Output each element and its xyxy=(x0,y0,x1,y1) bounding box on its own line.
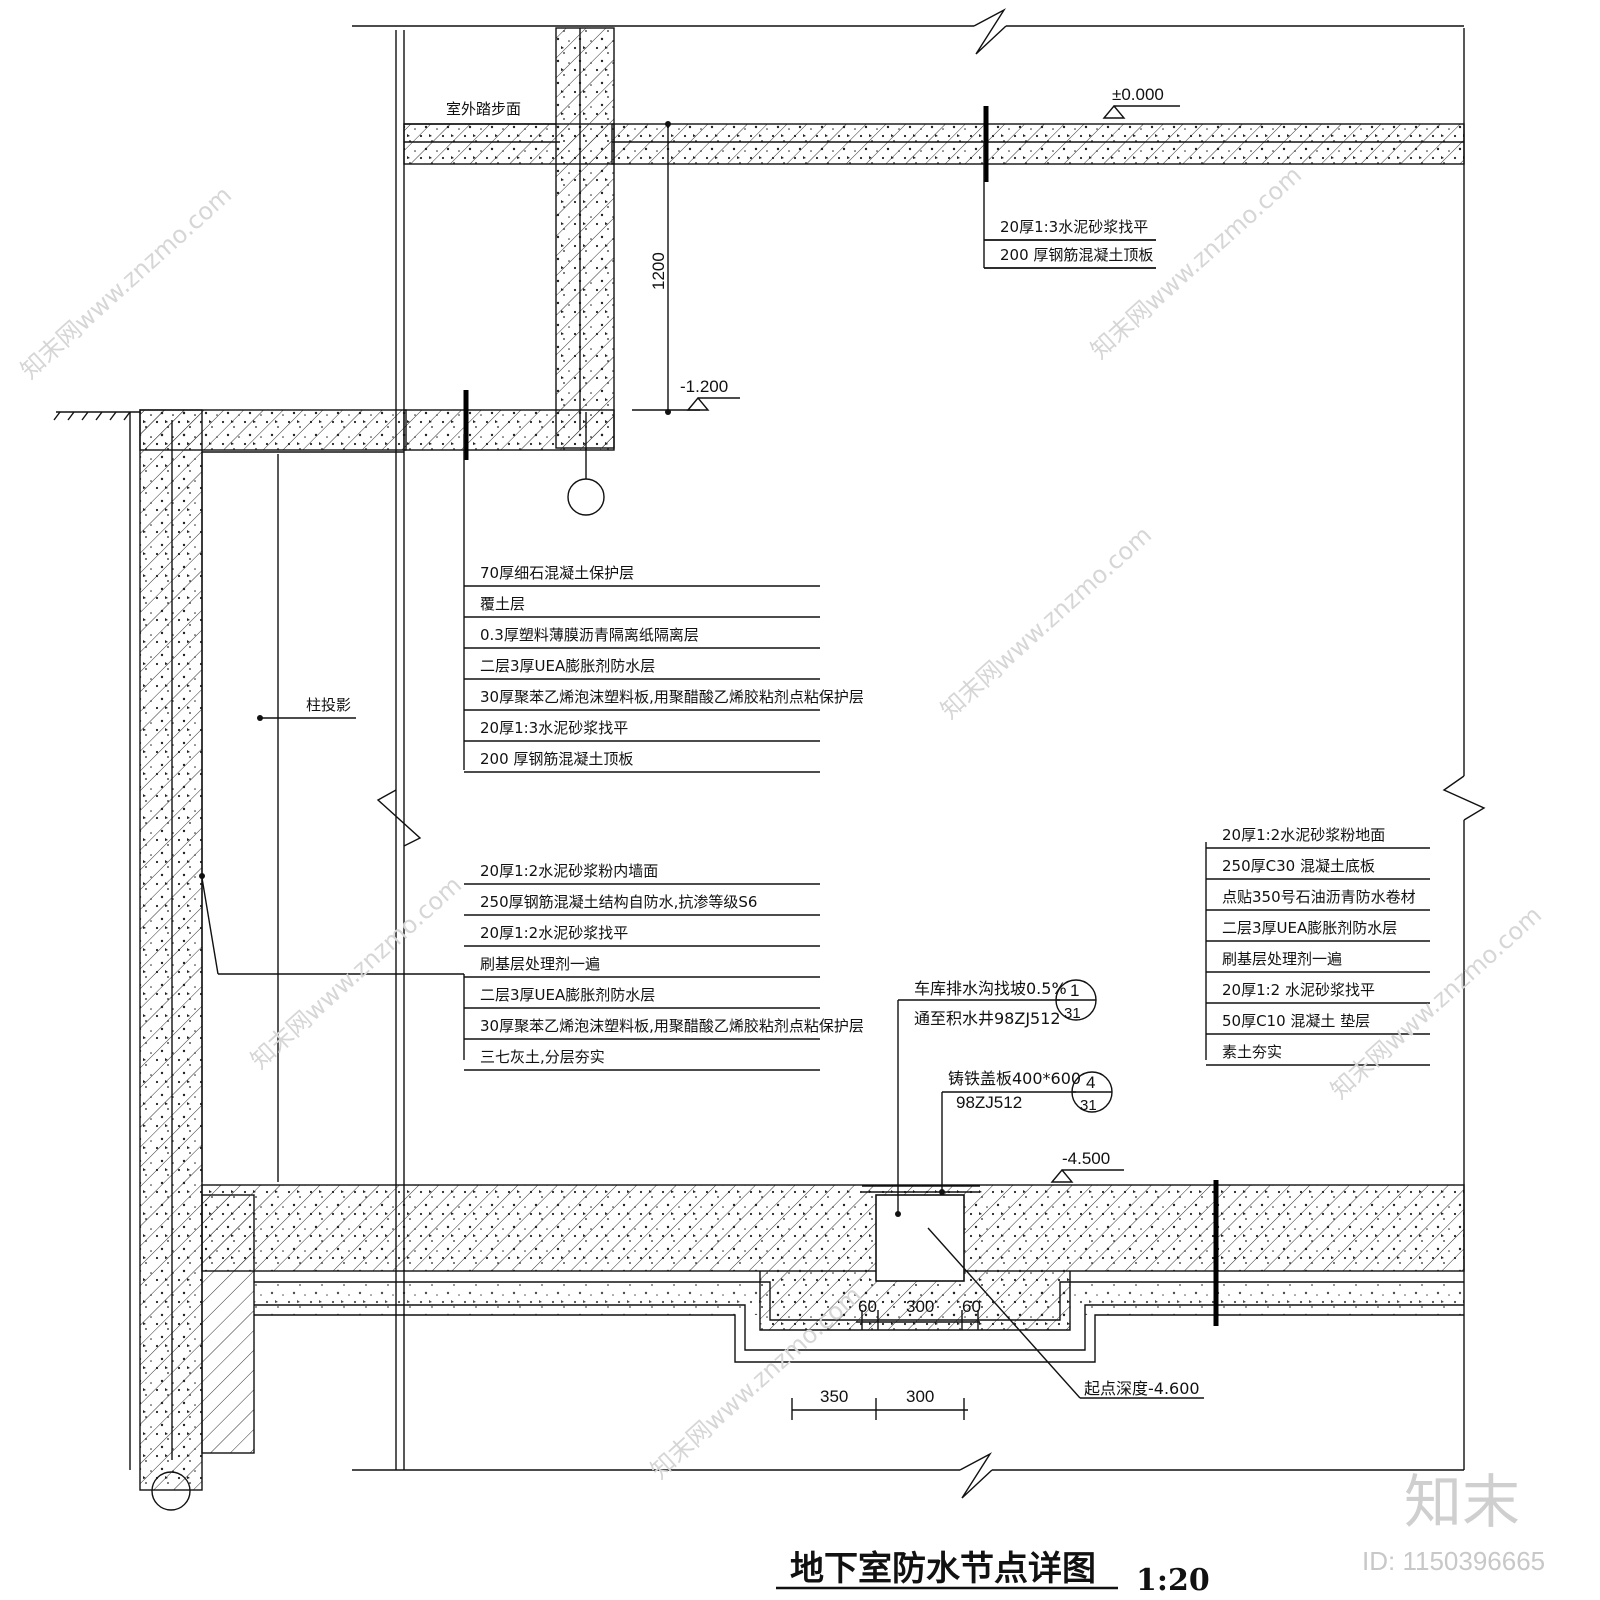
drawing-title: 地下室防水节点详图 xyxy=(790,1549,1096,1589)
floor-layers-item: 20厚1:2水泥砂浆粉地面 xyxy=(1222,826,1385,844)
ref1-sheet: 31 xyxy=(1064,1005,1081,1022)
leaders xyxy=(199,104,1207,1590)
wall-layers-item: 三七灰土,分层夯实 xyxy=(480,1048,605,1066)
ref2-num: 4 xyxy=(1086,1073,1095,1092)
wall-layers-item: 250厚钢筋混凝土结构自防水,抗渗等级S6 xyxy=(480,893,757,911)
drain-trench xyxy=(875,1194,965,1282)
roof-low-layers-item: 0.3厚塑料薄膜沥青隔离纸隔离层 xyxy=(480,626,699,644)
wall-layers-item: 30厚聚苯乙烯泡沫塑料板,用聚醋酸乙烯胶粘剂点粘保护层 xyxy=(480,1017,864,1035)
wall-layer-list: 20厚1:2水泥砂浆粉内墙面 250厚钢筋混凝土结构自防水,抗渗等级S6 20厚1:… xyxy=(464,862,864,1071)
floor-layers-item: 二层3厚UEA膨胀剂防水层 xyxy=(1222,919,1397,937)
floor-layers-item: 50厚C10 混凝土 垫层 xyxy=(1222,1012,1370,1030)
level-bottom: -4.500 xyxy=(1062,1149,1110,1168)
dim-300b: 300 xyxy=(906,1387,934,1406)
label-drain-slope: 车库排水沟找坡0.5% xyxy=(914,979,1067,998)
floor-layers-item: 点贴350号石油沥青防水卷材 xyxy=(1222,888,1416,906)
roof-low-layers-item: 70厚细石混凝土保护层 xyxy=(480,564,634,582)
floor-layers-item: 刷基层处理剂一遍 xyxy=(1222,950,1342,968)
roof-low-layers-item: 30厚聚苯乙烯泡沫塑料板,用聚醋酸乙烯胶粘剂点粘保护层 xyxy=(480,688,864,706)
roof-low-layers-item: 200 厚钢筋混凝土顶板 xyxy=(480,750,633,768)
structure xyxy=(53,8,1486,1511)
floor-layers-item: 素土夯实 xyxy=(1222,1043,1282,1061)
dim-350: 350 xyxy=(820,1387,848,1406)
watermark-site-1: 知末网www.znzmo.com xyxy=(15,181,237,385)
floor-layers-item: 250厚C30 混凝土底板 xyxy=(1222,857,1375,875)
ref1-num: 1 xyxy=(1070,981,1079,1000)
label-start-depth: 起点深度-4.600 xyxy=(1084,1379,1200,1398)
wall-layers-item: 刷基层处理剂一遍 xyxy=(480,955,600,973)
wall-layers-item: 20厚1:2水泥砂浆粉内墙面 xyxy=(480,862,658,880)
label-drain-to-well: 通至积水井98ZJ512 xyxy=(914,1009,1061,1028)
axis-bubble-1 xyxy=(567,478,605,516)
label-cover-ref: 98ZJ512 xyxy=(956,1093,1022,1112)
roof-low-layers-item: 二层3厚UEA膨胀剂防水层 xyxy=(480,657,655,675)
level-top: ±0.000 xyxy=(1112,85,1164,104)
watermark-brand: 知末 xyxy=(1404,1468,1520,1536)
dim-300a: 300 xyxy=(906,1297,934,1316)
wall-layers-item: 二层3厚UEA膨胀剂防水层 xyxy=(480,986,655,1004)
watermark-id: ID: 1150396665 xyxy=(1362,1546,1545,1576)
roof-top-layers-item: 20厚1:3水泥砂浆找平 xyxy=(1000,218,1148,236)
dim-60b: 60 xyxy=(962,1297,981,1316)
dim-1200: 1200 xyxy=(649,252,668,290)
roof-top-layer-list: 20厚1:3水泥砂浆找平 200 厚钢筋混凝土顶板 xyxy=(984,218,1156,269)
label-column-projection: 柱投影 xyxy=(306,696,351,714)
label-cover-plate: 铸铁盖板400*600 xyxy=(948,1069,1081,1088)
dim-60a: 60 xyxy=(858,1297,877,1316)
floor-layer-list: 20厚1:2水泥砂浆粉地面 250厚C30 混凝土底板点贴350号石油沥青防水卷材… xyxy=(1206,826,1430,1066)
floor-layers-item: 20厚1:2 水泥砂浆找平 xyxy=(1222,981,1375,999)
axis-bubble-2 xyxy=(151,1471,191,1511)
wall-layers-item: 20厚1:2水泥砂浆找平 xyxy=(480,924,628,942)
watermark-site-3: 知末网www.znzmo.com xyxy=(935,521,1157,725)
label-outdoor-paving: 室外踏步面 xyxy=(446,100,521,118)
drawing-scale: 1:20 xyxy=(1136,1563,1210,1598)
roof-top-layers-item: 200 厚钢筋混凝土顶板 xyxy=(1000,246,1153,264)
level-mid: -1.200 xyxy=(680,377,728,396)
roof-low-layers-item: 覆土层 xyxy=(480,595,525,613)
ref2-sheet: 31 xyxy=(1080,1097,1097,1114)
roof-low-layers-item: 20厚1:3水泥砂浆找平 xyxy=(480,719,628,737)
